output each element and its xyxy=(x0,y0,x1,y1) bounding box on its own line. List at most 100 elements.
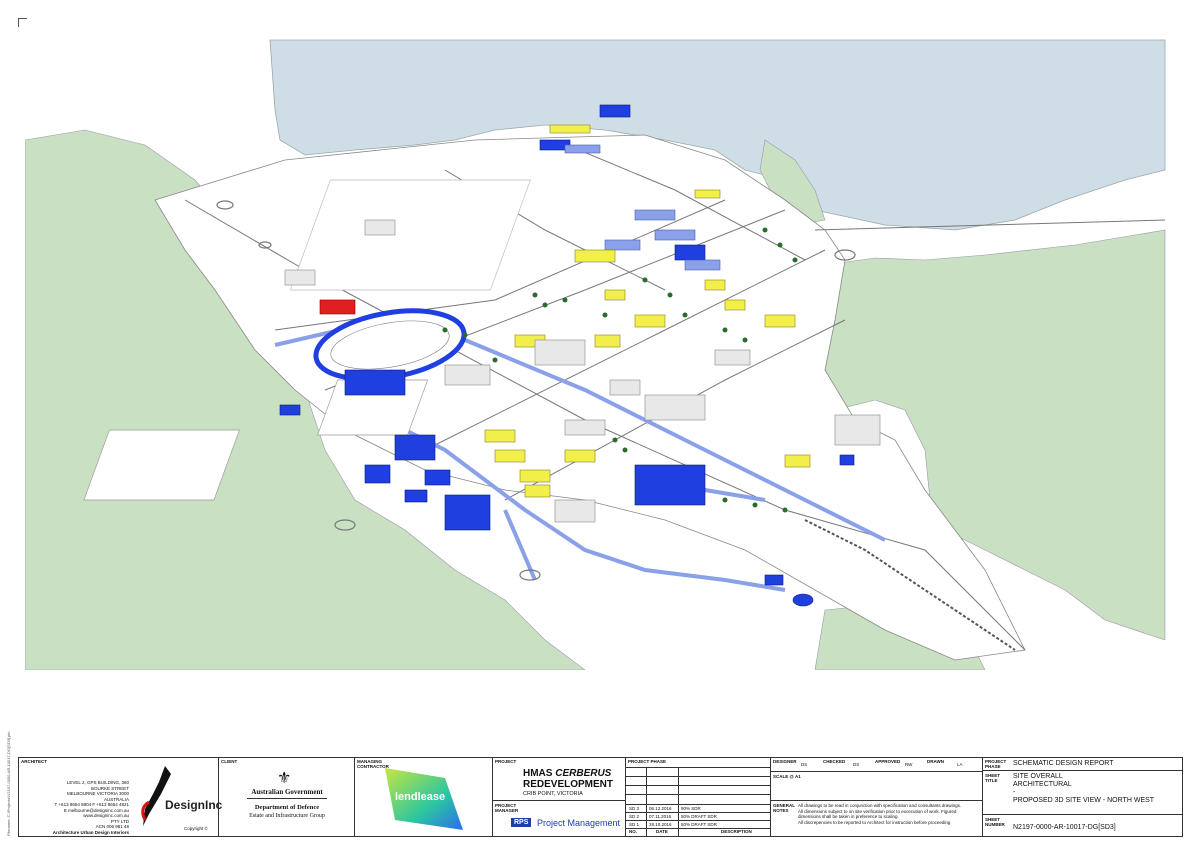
rev-line xyxy=(626,804,771,805)
bay-water xyxy=(269,39,1166,231)
architect-cell: ARCHITECT LEVEL 2, GPS BUILDING, 360 BOU… xyxy=(19,758,223,836)
client-gov: Australian Government xyxy=(251,788,323,796)
sheet-title-line: PROPOSED 3D SITE VIEW - NORTH WEST xyxy=(1013,797,1155,804)
address-line: MELBOURNE VICTORIA 3000 AUSTRALIA xyxy=(67,791,129,802)
notes-label: GENERAL NOTES xyxy=(773,803,795,813)
rev-line xyxy=(626,812,771,813)
address-line: LEVEL 2, GPS BUILDING, 360 BOURKE STREET xyxy=(66,780,129,791)
architect-label: ARCHITECT xyxy=(21,759,47,764)
approved-label: APPROVED xyxy=(875,759,901,764)
file-path-note: Filename: C:\Projects\N2197-0000-AR-1001… xyxy=(6,731,11,837)
client-label: CLIENT xyxy=(221,759,238,764)
rev-line xyxy=(626,776,771,777)
client-group: Estate and Infrastructure Group xyxy=(249,813,325,819)
roundabouts xyxy=(216,200,856,581)
sheet-phase-value: SCHEMATIC DESIGN REPORT xyxy=(1013,760,1114,767)
red-building xyxy=(319,299,356,315)
address-line: E melbourne@designinc.com.au xyxy=(63,807,129,813)
phase-label: PROJECT PHASE xyxy=(628,759,667,764)
signoff-line xyxy=(771,800,983,801)
field-1 xyxy=(83,429,240,501)
address-line: www.designinc.com.au xyxy=(83,813,129,818)
sheet-number: N2197-0000-AR-10017-DG[SD3] xyxy=(1013,824,1116,831)
trees xyxy=(442,227,798,513)
rev-col-desc: DESCRIPTION xyxy=(721,829,752,834)
note-line: dimensions shall be taken in preference … xyxy=(798,814,899,819)
copyright-note: Copyright © xyxy=(184,826,208,831)
project-title-line2: REDEVELOPMENT xyxy=(523,779,614,790)
sheet-corner-mark xyxy=(18,18,27,27)
yellow-buildings xyxy=(484,124,811,498)
address-line: PTY LTD xyxy=(110,818,129,824)
sports-oval xyxy=(313,308,467,382)
project-location: CRIB POINT, VICTORIA xyxy=(523,791,583,797)
revisions-cell: PROJECT PHASE SD 3 06.12.2016 90% SDR SD… xyxy=(626,758,771,836)
scale-label: SCALE @ A1 xyxy=(773,774,801,779)
sheet-number-label: SHEET NUMBER xyxy=(985,817,1005,827)
sheet-title: SITE OVERALL ARCHITECTURAL - PROPOSED 3D… xyxy=(1013,773,1154,805)
drawn-value: LA xyxy=(957,762,963,767)
address-line: ACN 006 981 48 xyxy=(95,824,129,829)
project-divider xyxy=(493,800,626,801)
sheet-line xyxy=(983,814,1182,815)
note-line: All drawings to be read in conjunction w… xyxy=(798,803,962,808)
sheet-line xyxy=(983,770,1182,771)
site-3d-view xyxy=(25,39,1166,670)
lendlease-logo-shape xyxy=(385,768,463,830)
rev-line xyxy=(626,794,771,795)
rev-desc: 90% SDR xyxy=(681,806,701,811)
rev-date: 06.12.2016 xyxy=(649,806,672,811)
note-line: All dimensions subject to on site verifi… xyxy=(798,808,957,814)
rev-date: 07.11.2016 xyxy=(649,814,672,819)
architect-address: LEVEL 2, GPS BUILDING, 360 BOURKE STREET… xyxy=(49,780,129,835)
designinc-logo-mark xyxy=(141,766,171,826)
rev-desc: 50% DRAFT SDR xyxy=(681,822,717,827)
project-label: PROJECT xyxy=(495,759,517,764)
rev-desc: 50% DRAFT SDR xyxy=(681,814,717,819)
sheet-title-line: SITE OVERALL xyxy=(1013,773,1063,780)
rev-date: 28.10.2016 xyxy=(649,822,672,827)
project-title-a: HMAS xyxy=(523,768,556,779)
rps-logo-text: Project Management xyxy=(537,818,621,828)
new-buildings xyxy=(279,104,855,607)
rev-line xyxy=(626,820,771,821)
approved-value: RW xyxy=(905,762,913,767)
lendlease-logo-text: lendlease xyxy=(395,791,446,803)
architect-tagline: Architecture Urban Design Interiors xyxy=(52,829,129,835)
project-title-b: CERBERUS xyxy=(555,768,612,779)
rps-logo: RPS xyxy=(511,818,532,827)
drawn-label: DRAWN xyxy=(927,759,944,764)
title-block: ARCHITECT LEVEL 2, GPS BUILDING, 360 BOU… xyxy=(18,757,1183,837)
rev-line xyxy=(626,785,771,786)
client-divider xyxy=(247,798,327,799)
sheet-title-label: SHEET TITLE xyxy=(985,773,1001,783)
pm-label: PROJECT MANAGER xyxy=(495,803,519,813)
designinc-logo-text: DesignInc xyxy=(165,798,223,812)
contractor-cell: MANAGING CONTRACTOR lendlease xyxy=(355,758,493,836)
checked-value: DS xyxy=(853,762,860,767)
sheet-phase-label: PROJECT PHASE xyxy=(985,759,1007,769)
signoff-cell: DESIGNER DS CHECKED DS APPROVED RW DRAWN… xyxy=(771,758,983,836)
refurb-buildings xyxy=(564,144,721,271)
checked-label: CHECKED xyxy=(823,759,846,764)
rev-no: SD 3 xyxy=(629,806,640,811)
client-dept: Department of Defence xyxy=(254,804,320,811)
address-line: T +613 8654 8804 F +613 8654 4821 xyxy=(54,802,129,807)
project-cell: PROJECT HMAS CERBERUS REDEVELOPMENT CRIB… xyxy=(493,758,626,836)
rev-col-date: DATE xyxy=(656,829,668,834)
rev-no: SD 1 xyxy=(629,822,640,827)
existing-buildings xyxy=(284,219,881,523)
designer-value: DS xyxy=(801,762,808,767)
sheet-title-line: ARCHITECTURAL xyxy=(1013,781,1072,788)
note-line: All discrepencies to be reported to Arch… xyxy=(798,819,951,825)
rev-col-line xyxy=(646,767,647,836)
sheet-title-line: - xyxy=(1013,789,1016,796)
parade-ground xyxy=(289,179,531,291)
contractor-label: MANAGING CONTRACTOR xyxy=(357,759,389,769)
project-title-line1: HMAS CERBERUS xyxy=(523,768,611,779)
client-cell: CLIENT ⚜ Australian Government Departmen… xyxy=(219,758,355,836)
signoff-line xyxy=(771,771,983,772)
rev-line xyxy=(626,767,771,768)
rev-col-no: NO. xyxy=(629,829,638,834)
designer-label: DESIGNER xyxy=(773,759,797,764)
